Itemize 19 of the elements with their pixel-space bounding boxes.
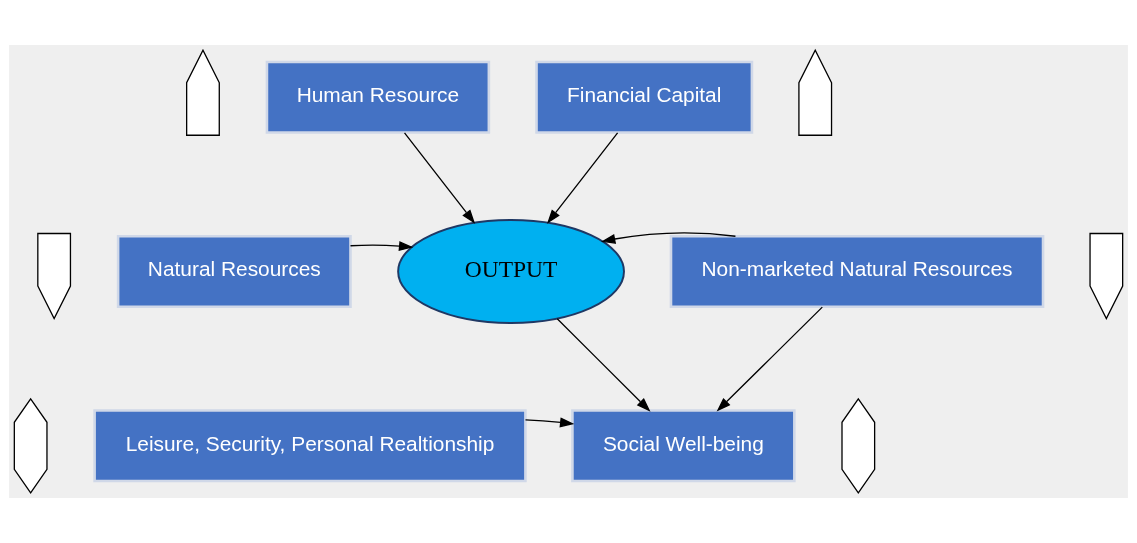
arrow [403, 132, 476, 224]
node-double-arrow [841, 397, 876, 494]
arrow [547, 132, 619, 224]
node-up-arrow [798, 48, 833, 136]
arrow [556, 318, 651, 412]
node-up-arrow [186, 48, 220, 136]
node-down-arrow [1089, 232, 1124, 320]
node-box: Human Resource [265, 60, 491, 134]
node-box: Leisure, Security, Personal Realtionship [93, 409, 527, 483]
arrow [524, 417, 575, 428]
arrow [601, 232, 737, 244]
node-box: Non-marketed Natural Resources [669, 234, 1045, 309]
node-box: Natural Resources [116, 234, 352, 309]
arrow [349, 241, 414, 252]
arrow [716, 306, 823, 412]
node-double-arrow [13, 397, 48, 494]
node-box: Financial Capital [535, 60, 754, 134]
node-down-arrow [37, 232, 72, 320]
node-box: Social Well-being [571, 409, 796, 483]
